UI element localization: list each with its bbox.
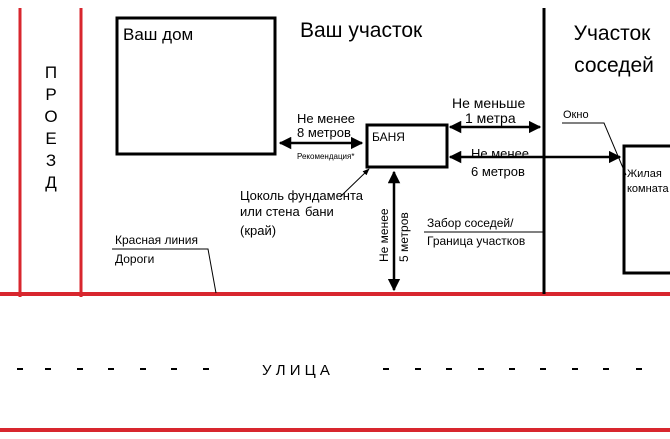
your-plot-title: Ваш участок bbox=[300, 19, 423, 42]
your-house-label: Ваш дом bbox=[123, 25, 193, 44]
distance-5m-label: 5 метров bbox=[397, 212, 411, 262]
bathhouse-box bbox=[365, 123, 449, 169]
your-house-box bbox=[115, 16, 277, 156]
passage-letter: З bbox=[46, 151, 56, 170]
bathhouse-label: БАНЯ bbox=[372, 130, 405, 144]
foundation-label: или стена bbox=[240, 204, 300, 219]
passage-label: П Р О Е З Д bbox=[44, 63, 57, 192]
fence-label: Граница участков bbox=[427, 234, 525, 248]
fence-label: Забор соседей/ bbox=[427, 216, 514, 230]
living-room-label: Жилая bbox=[627, 168, 662, 180]
distance-1m-label: Не меньше bbox=[452, 95, 525, 111]
living-room-label: комната bbox=[627, 183, 669, 195]
recommendation-note: Рекомендация* bbox=[297, 152, 354, 161]
distance-8m-label: 8 метров bbox=[297, 125, 351, 140]
neighbors-plot-title: Участок bbox=[574, 22, 652, 45]
red-lines bbox=[0, 8, 670, 432]
street-label: У Л И Ц А bbox=[262, 362, 330, 379]
distance-6m-label: Не менее bbox=[471, 146, 529, 161]
neighbors-plot-title: соседей bbox=[574, 54, 654, 77]
distance-1m-label: 1 метра bbox=[465, 110, 516, 126]
window-leader-line bbox=[562, 122, 627, 176]
red-line-label: Дороги bbox=[115, 252, 154, 266]
window-label: Окно bbox=[563, 109, 589, 121]
passage-letter: Е bbox=[45, 129, 56, 148]
distance-8m-label: Не менее bbox=[297, 111, 355, 126]
foundation-label: (край) bbox=[240, 223, 276, 238]
passage-letter: П bbox=[45, 63, 57, 82]
red-line-label: Красная линия bbox=[115, 233, 198, 247]
passage-letter: Р bbox=[45, 85, 56, 104]
passage-letter: Д bbox=[45, 173, 57, 192]
foundation-leader-line bbox=[339, 168, 370, 198]
neighbor-living-room-box bbox=[622, 144, 670, 275]
red-line-leader-line bbox=[112, 248, 217, 294]
passage-letter: О bbox=[44, 107, 57, 126]
distance-6m-label: 6 метров bbox=[471, 164, 525, 179]
foundation-label: Цоколь фундамента bbox=[240, 188, 364, 203]
distance-5m-label: Не менее bbox=[377, 208, 391, 262]
foundation-label: бани bbox=[305, 204, 334, 219]
street-center-dashes bbox=[17, 368, 642, 370]
